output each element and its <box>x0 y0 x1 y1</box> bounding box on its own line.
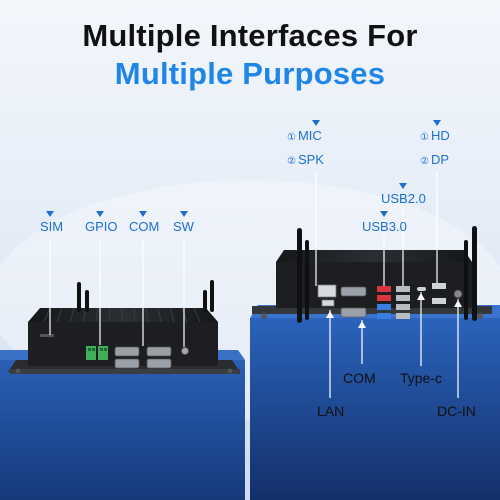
headline-line1: Multiple Interfaces For <box>82 18 418 53</box>
label-typec: Type-c <box>400 370 443 386</box>
label-gpio: GPIO <box>85 219 118 234</box>
right-dcin-port <box>453 289 463 299</box>
right-typec-port <box>417 287 426 291</box>
right-dp-port <box>432 298 446 304</box>
label-lan: LAN <box>317 403 345 419</box>
left-com-ports <box>114 346 172 369</box>
hd-marker-icon <box>433 120 441 126</box>
left-callout-lines <box>49 240 185 347</box>
sw-marker-icon <box>180 211 188 217</box>
right-lan-ports <box>317 284 337 307</box>
label-dcin: DC-IN <box>437 403 476 419</box>
label-usb3: USB3.0 <box>362 219 407 234</box>
left-power-switch <box>181 347 189 355</box>
label-sim: SIM <box>40 219 64 234</box>
mic-marker-icon <box>312 120 320 126</box>
left-sim-slot <box>40 334 54 337</box>
left-device <box>8 280 240 374</box>
right-com-ports <box>340 286 367 318</box>
right-callout-lines-top <box>315 172 438 286</box>
right-usb-ports <box>377 286 410 319</box>
label-usb2: USB2.0 <box>381 191 426 206</box>
usb2-marker-icon <box>399 183 407 189</box>
left-gpio-terminal <box>86 346 108 360</box>
right-device <box>252 226 492 323</box>
label-right-com: COM <box>343 370 376 386</box>
label-sw: SW <box>173 219 194 234</box>
right-callout-lines-bottom <box>326 292 462 398</box>
gpio-marker-icon <box>96 211 104 217</box>
com-marker-icon <box>139 211 147 217</box>
right-hd-port <box>432 283 446 289</box>
usb3-marker-icon <box>380 211 388 217</box>
headline-line2: Multiple Purposes <box>114 56 386 91</box>
sim-marker-icon <box>46 211 54 217</box>
label-left-com: COM <box>129 219 160 234</box>
